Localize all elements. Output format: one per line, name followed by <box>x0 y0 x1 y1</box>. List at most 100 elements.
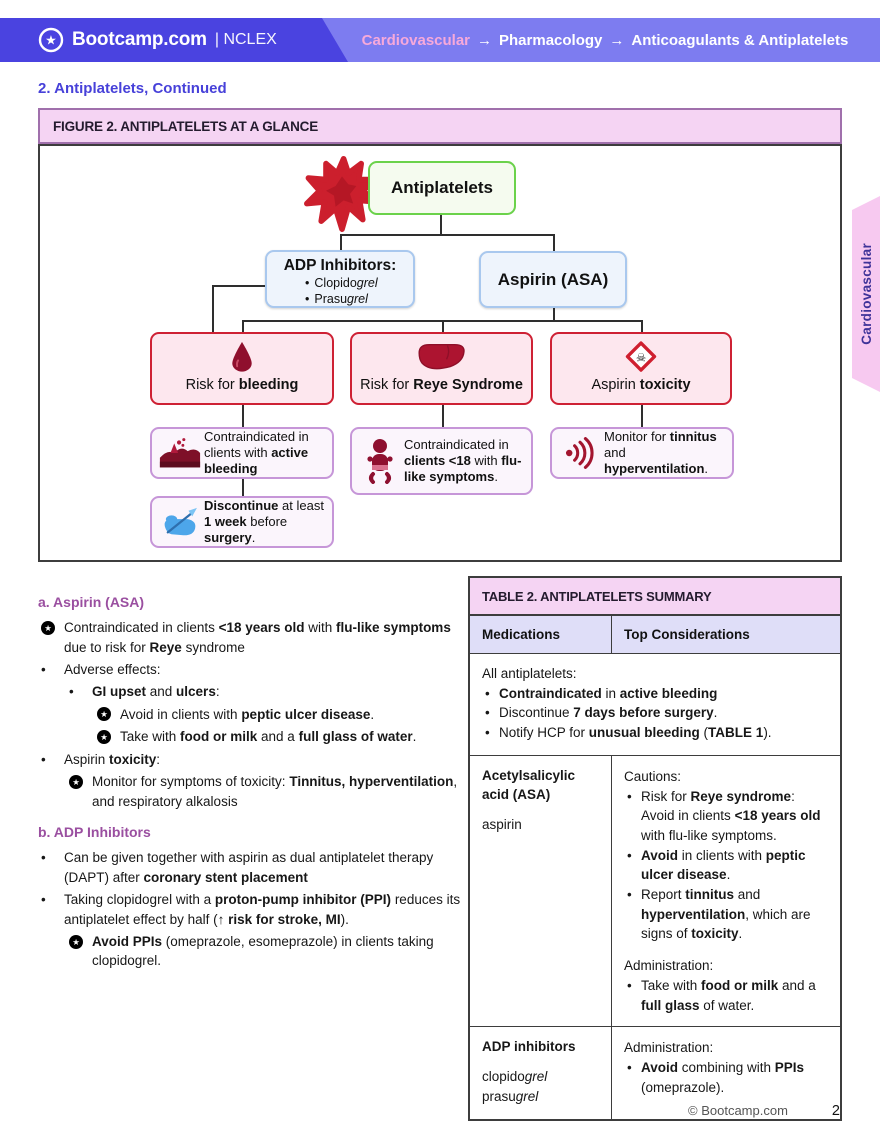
administration-label: Administration: <box>624 1040 714 1056</box>
svg-text:☠: ☠ <box>636 352 646 364</box>
cautions-label: Cautions: <box>624 768 682 784</box>
list-item: • Taking clopidogrel with a proton-pump i… <box>38 890 464 929</box>
dot-bullet: • <box>485 705 490 721</box>
flow-node-contra-active-bleeding: Contraindicated in clients with active b… <box>150 427 334 479</box>
toxic-hazard-diamond-icon: ☠ <box>625 341 657 372</box>
flow-node-risk-bleeding: Risk for bleeding <box>150 332 334 405</box>
dot-bullet: • <box>627 1059 632 1075</box>
dot-bullet: • <box>627 847 632 863</box>
star-bullet-icon: ★ <box>41 620 55 635</box>
breadcrumb-arrow-icon: → <box>477 31 493 49</box>
administration-label: Administration: <box>624 958 714 974</box>
risk-label: Risk for bleeding <box>185 377 299 394</box>
list-item-text: Take with food or milk and a full glass … <box>120 729 417 745</box>
section-a-heading: a. Aspirin (ASA) <box>38 594 145 610</box>
dot-bullet: • <box>305 292 310 307</box>
blood-drop-icon <box>232 341 252 372</box>
breadcrumb-topic: Anticoagulants & Antiplatelets <box>631 31 849 49</box>
sound-waves-icon <box>556 437 604 469</box>
star-bullet-icon: ★ <box>97 729 111 744</box>
star-bullet-icon: ★ <box>69 774 83 789</box>
breadcrumb: Cardiovascular → Pharmacology → Anticoag… <box>330 18 880 62</box>
monitor-text: Monitor for tinnitus and hyperventilatio… <box>604 429 717 476</box>
flow-node-adp-inhibitors: ADP Inhibitors: •Clopidogrel •Prasugrel <box>265 250 415 308</box>
section-b-heading: b. ADP Inhibitors <box>38 824 151 841</box>
column-header-considerations: Top Considerations <box>612 616 840 653</box>
list-item-text: Taking clopidogrel with a proton-pump in… <box>64 892 461 927</box>
connector-line <box>212 285 265 287</box>
dot-bullet: • <box>485 685 490 701</box>
connector-line <box>242 320 244 332</box>
list-item: ★Avoid PPIs (omeprazole, esomeprazole) i… <box>38 932 464 971</box>
list-item: •GI upset and ulcers: <box>38 682 464 701</box>
table-grid: Medications Top Considerations All antip… <box>468 616 842 1121</box>
discontinue-text: Discontinue at least 1 week before surge… <box>204 498 324 545</box>
dot-bullet: • <box>41 892 46 908</box>
breadcrumb-section: Cardiovascular <box>361 31 471 49</box>
dot-bullet: • <box>627 788 632 804</box>
side-tab-label: Cardiovascular <box>858 243 874 345</box>
copyright: © Bootcamp.com <box>688 1103 788 1118</box>
column-header-medications: Medications <box>470 616 612 653</box>
list-item: ★ Take with food or milk and a full glass… <box>38 727 464 746</box>
table-bullet: •Avoid in clients with peptic ulcer dise… <box>627 847 806 883</box>
list-item-text: Aspirin toxicity: <box>64 751 161 767</box>
flow-node-aspirin: Aspirin (ASA) <box>479 251 627 308</box>
list-item-text: Avoid in clients with peptic ulcer disea… <box>120 706 375 722</box>
row-intro: All antiplatelets: <box>482 666 577 681</box>
table-bullet: •Contraindicated in active bleeding <box>482 684 830 704</box>
connector-line <box>553 308 555 320</box>
table-title-bar: TABLE 2. ANTIPLATELETS SUMMARY <box>468 576 842 616</box>
connector-line <box>340 234 342 250</box>
liver-icon <box>417 343 465 370</box>
flow-node-risk-reye: Risk for Reye Syndrome <box>350 332 533 405</box>
medication-name: Acetylsalicylic acid (ASA) <box>482 767 576 802</box>
baby-icon <box>356 438 404 484</box>
table-bullet: •Report tinnitus and hyperventilation, w… <box>627 887 811 942</box>
connector-line <box>442 405 444 427</box>
contra-text: Contraindicated in clients with active b… <box>204 429 309 476</box>
summary-table: TABLE 2. ANTIPLATELETS SUMMARY Medicatio… <box>468 576 842 1121</box>
list-item-text: Adverse effects: <box>64 662 161 678</box>
flow-node-antiplatelets: Antiplatelets <box>368 161 516 215</box>
dot-bullet: • <box>627 977 632 993</box>
connector-line <box>641 405 643 427</box>
connector-line <box>242 405 244 427</box>
list-item: • Aspirin toxicity: <box>38 750 464 769</box>
connector-line <box>553 234 555 251</box>
table-header-row: Medications Top Considerations <box>470 616 840 653</box>
star-bullet-icon: ★ <box>97 707 111 722</box>
brand-logo: ★ Bootcamp.com | NCLEX <box>38 18 277 62</box>
connector-line <box>212 285 214 332</box>
header-bar: ★ Bootcamp.com | NCLEX Cardiovascular → … <box>0 18 880 62</box>
header-brand-segment <box>0 18 348 62</box>
list-item: •Can be given together with aspirin as d… <box>38 848 464 887</box>
bleeding-wound-icon <box>156 436 204 470</box>
table-bullet: •Take with food or milk and a full glass… <box>627 977 816 1013</box>
list-item: • Adverse effects: <box>38 660 464 679</box>
connector-line <box>442 320 444 332</box>
connector-line <box>641 320 643 332</box>
bootcamp-star-badge-icon: ★ <box>38 27 64 53</box>
table-bullet: •Risk for Reye syndrome: Avoid in client… <box>627 788 821 843</box>
breadcrumb-arrow-icon: → <box>609 31 625 49</box>
dot-bullet: • <box>41 850 46 866</box>
medication-name: ADP inhibitors <box>482 1039 576 1055</box>
table-row-adp: ADP inhibitors clopidogrel prasugrel Adm… <box>470 1026 840 1119</box>
dot-bullet: • <box>41 662 46 678</box>
dot-bullet: • <box>41 751 46 767</box>
breadcrumb-category: Pharmacology <box>499 31 603 49</box>
list-item-text: Monitor for symptoms of toxicity: Tinnit… <box>92 774 458 809</box>
table-row-all-antiplatelets: All antiplatelets: •Contraindicated in a… <box>470 653 840 755</box>
page-number: 2 <box>831 1103 840 1119</box>
star-bullet-icon: ★ <box>69 934 83 949</box>
page-heading: 2. Antiplatelets, Continued <box>38 80 227 97</box>
medication-generic: clopidogrel prasugrel <box>482 1069 548 1105</box>
table-row-asa: Acetylsalicylic acid (ASA) aspirin Cauti… <box>470 754 840 1027</box>
list-item-text: GI upset and ulcers: <box>92 684 220 700</box>
adp-drug-item: •Prasugrel <box>305 292 368 307</box>
list-item: ★ Monitor for symptoms of toxicity: Tinni… <box>38 772 464 811</box>
dot-bullet: • <box>485 725 490 741</box>
flow-node-discontinue-surgery: Discontinue at least 1 week before surge… <box>150 496 334 548</box>
risk-label: Aspirin toxicity <box>591 377 691 394</box>
